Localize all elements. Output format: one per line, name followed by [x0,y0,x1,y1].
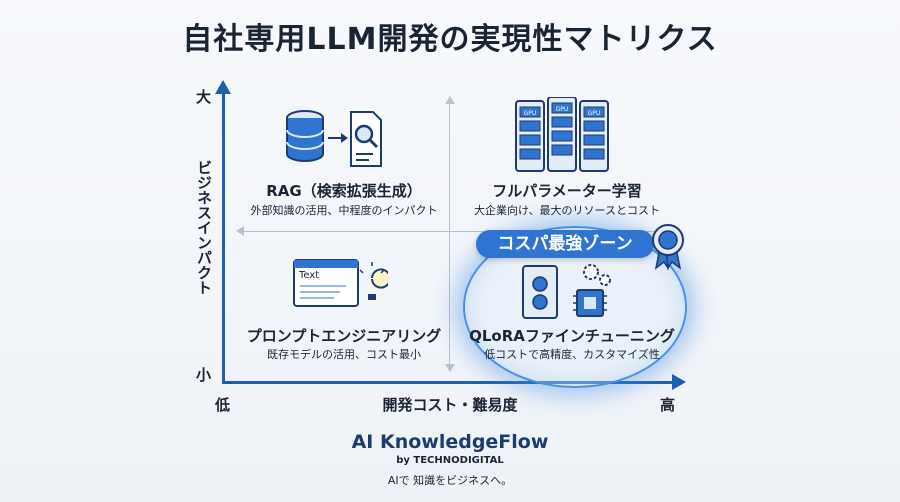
y-low-label: 小 [196,366,212,384]
cost-performance-badge: コスパ最強ゾーン [476,230,654,258]
y-axis-arrow [215,80,231,94]
quadrant-qlora-desc: 低コストで高精度、カスタマイズ性 [484,348,660,361]
brand-tagline: AIで 知識をビジネスへ。 [387,474,513,487]
quadrant-rag-title: RAG（検索拡張生成） [266,182,422,200]
gpu-label: GPU [588,110,601,117]
gpu-label: GPU [556,106,569,113]
prompt-window-icon [292,258,391,312]
pc-chip-gear-icon [521,262,617,320]
divider-arrow-left [236,226,244,236]
y-high-label: 大 [196,88,212,106]
quadrant-prompt-desc: 既存モデルの活用、コスト最小 [267,348,421,361]
quadrant-rag-desc: 外部知識の活用、中程度のインパクト [250,204,438,217]
quadrant-full-param-title: フルパラメーター学習 [492,182,642,200]
quadrant-qlora-title: QLoRAファインチューニング [469,327,675,345]
quadrant-full-param-desc: 大企業向け、最大のリソースとコスト [474,204,660,217]
gpu-server-icon: GPU GPU GPU [514,96,610,173]
prompt-icon-text: Text [299,270,320,281]
quadrant-prompt-title: プロンプトエンジニアリング [246,327,442,345]
award-ribbon-icon [648,222,688,271]
y-axis [222,92,225,384]
divider-arrow-down [445,364,455,372]
x-low-label: 低 [215,396,231,414]
x-high-label: 高 [660,396,676,414]
database-search-icon [285,108,385,170]
divider-arrow-up [445,96,455,104]
page-title: 自社専用LLM開発の実現性マトリクス [182,22,718,57]
y-axis-label: ビジネスインパクト [195,160,213,295]
vertical-divider [449,104,450,366]
brand-company: by TECHNODIGITAL [396,455,504,466]
x-axis-label: 開発コスト・難易度 [382,396,518,414]
x-axis [222,381,674,384]
brand-name: AI KnowledgeFlow [351,431,549,453]
x-axis-arrow [672,374,686,390]
gpu-label: GPU [524,110,537,117]
horizontal-divider [244,231,674,232]
